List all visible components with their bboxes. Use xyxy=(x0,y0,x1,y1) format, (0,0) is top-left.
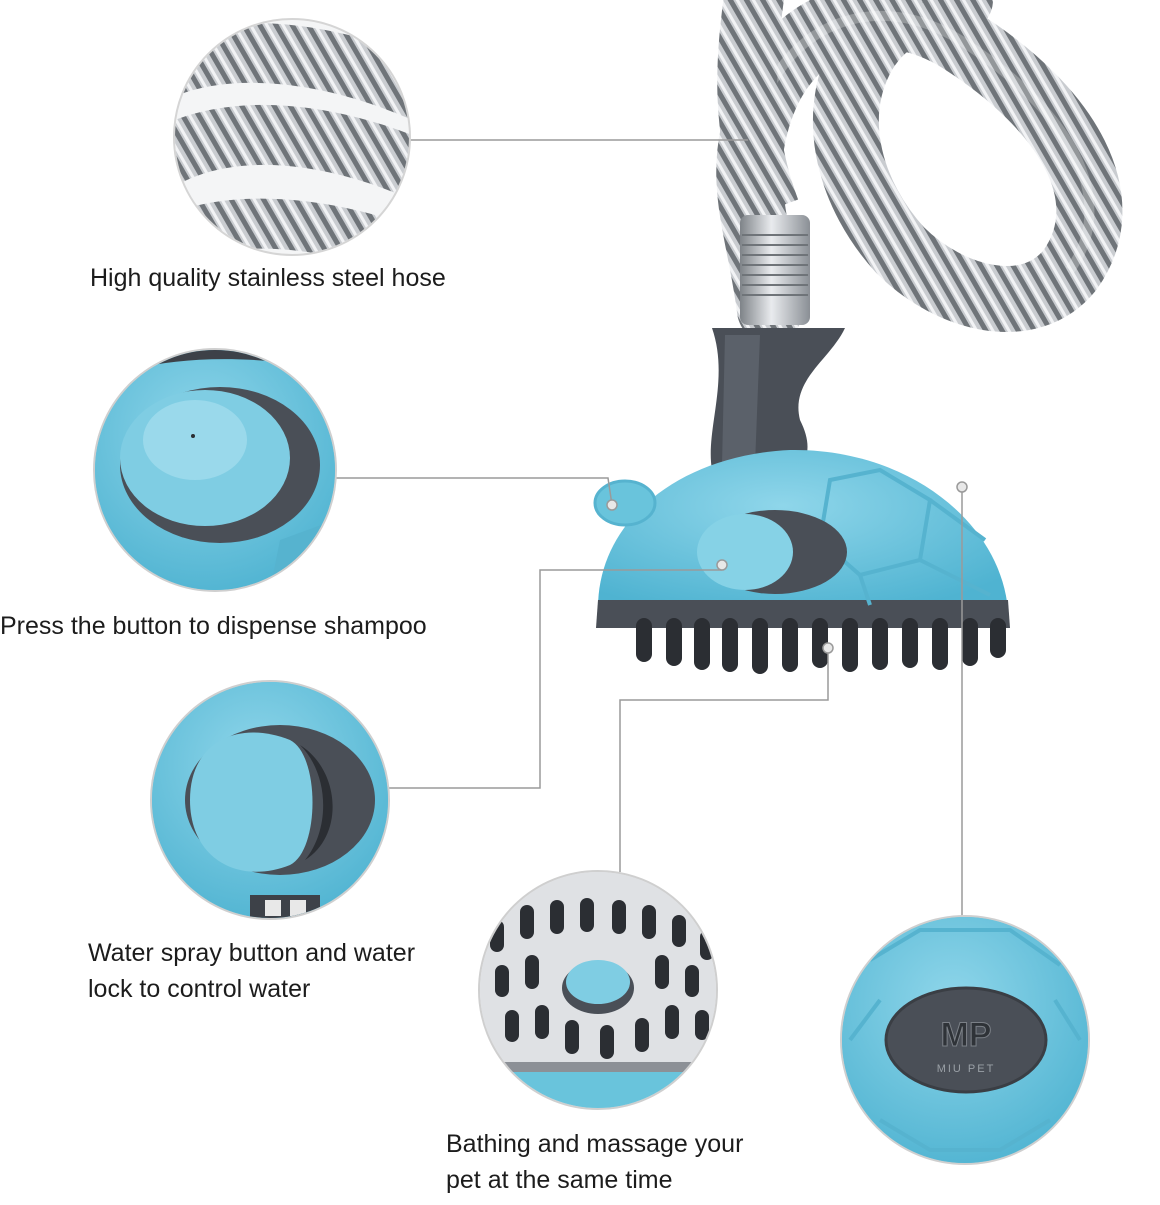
caption-water-line-2: lock to control water xyxy=(88,975,311,1003)
caption-bathing: Bathing and massage your pet at the same… xyxy=(446,1126,743,1198)
steel-hose xyxy=(716,0,1123,343)
callout-lines xyxy=(335,139,968,918)
caption-bathing-line-1: Bathing and massage your xyxy=(446,1130,744,1158)
caption-bathing-line-2: pet at the same time xyxy=(446,1166,673,1194)
caption-water-line-1: Water spray button and water xyxy=(88,939,416,967)
steel-hose-closeup-icon xyxy=(173,18,411,256)
brand-logo-text: MP xyxy=(941,1016,992,1054)
hose-connector xyxy=(740,215,810,325)
bristles-closeup-icon xyxy=(478,870,718,1110)
shampoo-button-closeup-icon xyxy=(93,348,337,592)
brand-logo-closeup-icon: MP MIU PET xyxy=(840,915,1090,1165)
brush-bristles xyxy=(636,618,1006,674)
caption-hose: High quality stainless steel hose xyxy=(90,264,446,292)
brand-name: MIU PET xyxy=(937,1063,996,1075)
caption-shampoo: Press the button to dispense shampoo xyxy=(0,612,427,640)
water-lock-closeup-icon xyxy=(150,680,390,920)
caption-water-spray: Water spray button and water lock to con… xyxy=(88,935,415,1007)
brush-body xyxy=(593,449,1010,628)
brush-handle xyxy=(710,328,845,470)
water-lock-button xyxy=(697,510,847,594)
